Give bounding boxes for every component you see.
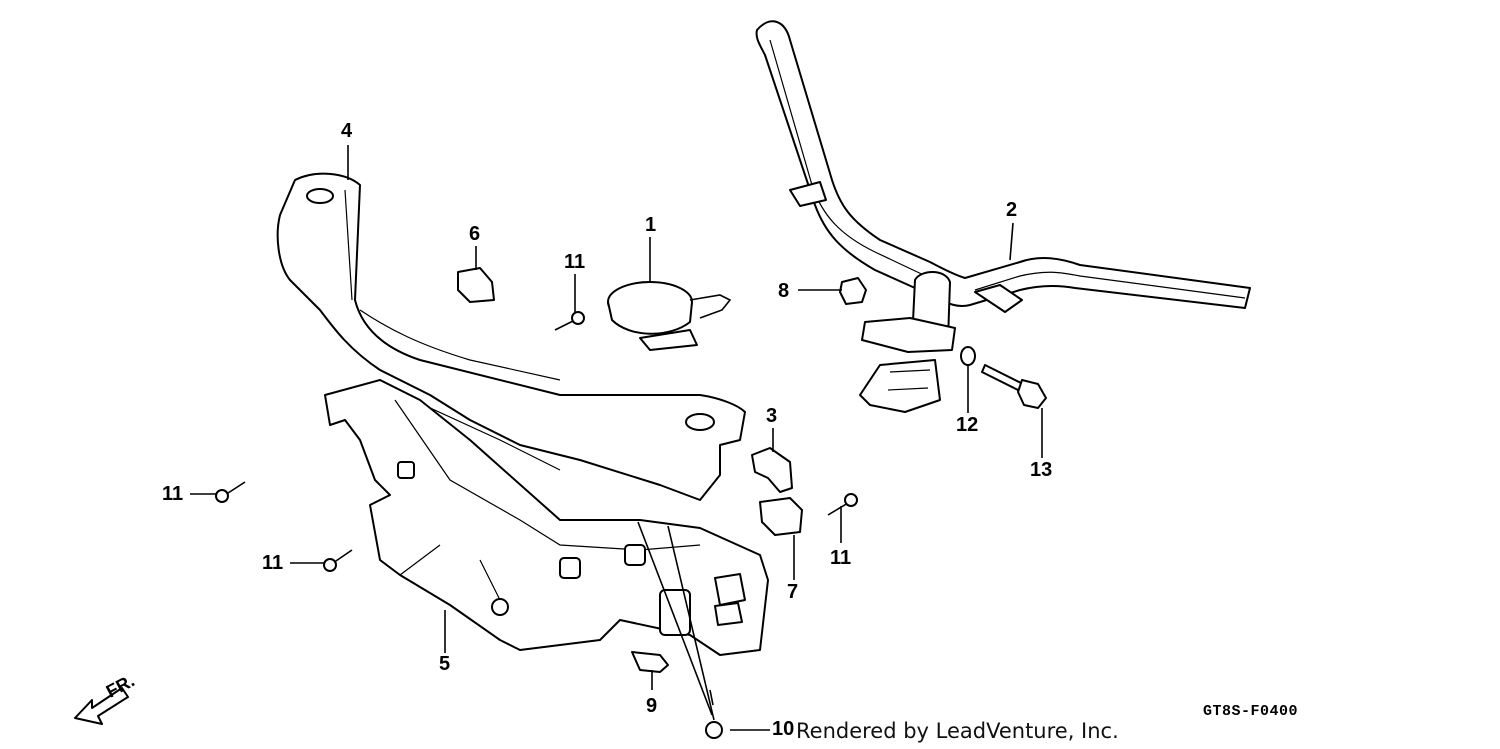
- render-credit: Rendered by LeadVenture, Inc.: [796, 719, 1119, 743]
- callout-10: 10: [772, 718, 795, 740]
- callout-11-right: 11: [830, 547, 852, 569]
- callout-4: 4: [341, 120, 353, 142]
- handle-cover-part: [276, 172, 746, 501]
- bolt-part-13: [981, 364, 1047, 409]
- bolt-part-9: [631, 651, 669, 673]
- callout-5: 5: [439, 653, 451, 675]
- leader-lines: [190, 145, 1043, 731]
- screw-part-11b: [215, 481, 246, 503]
- callout-1: 1: [645, 214, 657, 236]
- callout-3: 3: [766, 405, 778, 427]
- screw-part-11d: [827, 493, 858, 516]
- front-arrow-icon: [74, 687, 129, 725]
- callout-8: 8: [778, 280, 790, 302]
- callout-2: 2: [1006, 199, 1018, 221]
- callout-9: 9: [646, 695, 658, 717]
- diagram-code: GT8S-F0400: [1203, 703, 1299, 720]
- screw-part-11a: [554, 311, 585, 331]
- handlebar-part: [755, 20, 1251, 413]
- washer-part-12: [960, 346, 976, 366]
- callout-12: 12: [956, 414, 979, 436]
- clip-part-6: [457, 267, 495, 303]
- clip-part-7: [759, 497, 803, 536]
- callout-13: 13: [1030, 459, 1053, 481]
- callout-11-horn-screw: 11: [564, 251, 586, 273]
- callout-6: 6: [469, 223, 481, 245]
- callout-11-left-upper: 11: [162, 483, 184, 505]
- horn-part: [607, 281, 732, 351]
- callout-7: 7: [787, 581, 799, 603]
- callout-11-left-lower: 11: [262, 552, 284, 574]
- lower-cover-part: [324, 379, 769, 656]
- screw-part-11c: [323, 549, 353, 572]
- nut-part-8: [839, 277, 867, 305]
- screw-part-10: [637, 521, 723, 739]
- clip-part-3: [751, 447, 793, 493]
